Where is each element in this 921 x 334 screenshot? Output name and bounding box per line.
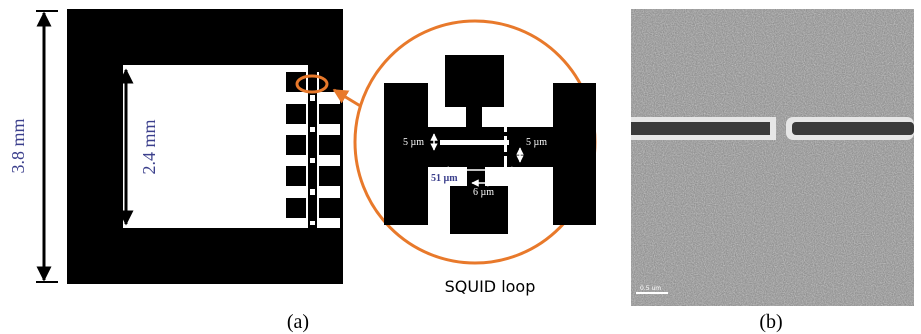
- caption-a: (a): [287, 311, 309, 333]
- sem-image: 0.5 um: [631, 9, 914, 306]
- outer-dimension-label: 3.8 mm: [8, 118, 28, 173]
- callout-arrow: [332, 88, 363, 109]
- panel-a: 3.8 mm 2.4 mm: [8, 9, 597, 333]
- label-5um-right: 5 µm: [526, 137, 547, 148]
- squid-loop-title: SQUID loop: [445, 277, 536, 296]
- squid-highlight: [295, 74, 329, 94]
- inner-dimension-label: 2.4 mm: [139, 119, 159, 174]
- squid-loop-geometry: [384, 55, 596, 234]
- label-6um: 6 µm: [473, 187, 494, 198]
- label-5um-left: 5 µm: [403, 137, 424, 148]
- sem-scale-label: 0.5 um: [640, 285, 661, 292]
- caption-b: (b): [759, 311, 782, 333]
- panel-b: 0.5 um (b): [631, 9, 914, 333]
- label-51um: 51 µm: [431, 173, 458, 184]
